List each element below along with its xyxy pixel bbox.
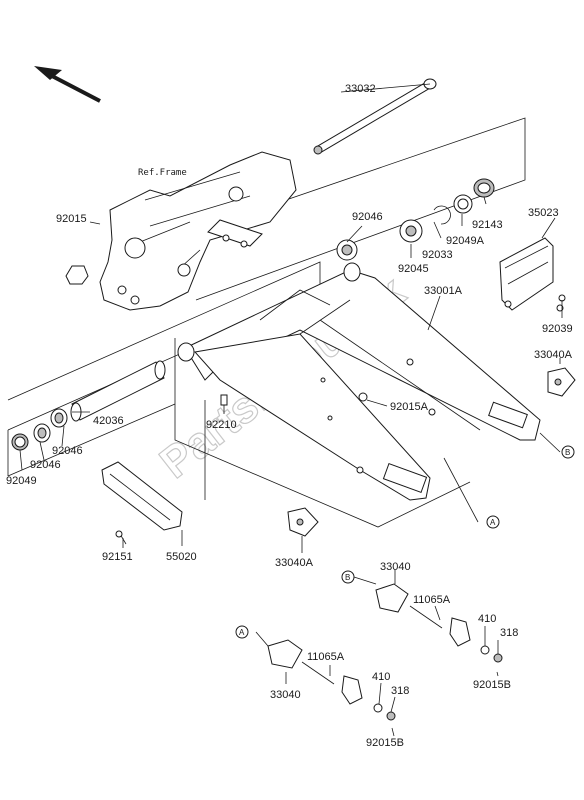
label-35023: 35023 [528, 207, 559, 219]
callout-b-upper: B [561, 445, 575, 459]
label-92015b-left: 92015B [366, 737, 404, 749]
label-92045: 92045 [398, 263, 429, 275]
callout-a-upper: A [486, 515, 500, 529]
adjuster-assembly-left [267, 639, 396, 721]
label-33040-left: 33040 [270, 689, 301, 701]
label-33040a-right: 33040A [534, 349, 573, 361]
svg-text:B: B [565, 448, 570, 457]
label-92033: 92033 [422, 249, 453, 261]
label-55020: 55020 [166, 551, 197, 563]
front-direction-arrow-icon [34, 66, 101, 103]
pivot-bearing-set-lower [11, 408, 68, 451]
label-33001a: 33001A [424, 285, 463, 297]
ref-frame-label: Ref.Frame [138, 168, 187, 178]
label-92046-low: 92046 [30, 459, 61, 471]
chain-slider-55020 [101, 461, 183, 545]
label-33032: 33032 [345, 83, 376, 95]
chain-adjuster-33040a-right [547, 367, 576, 397]
label-92143: 92143 [472, 219, 503, 231]
label-92151: 92151 [102, 551, 133, 563]
label-92049: 92049 [6, 475, 37, 487]
swingarm-body [177, 262, 541, 501]
label-11065a-right: 11065A [413, 594, 451, 606]
svg-text:A: A [490, 518, 496, 527]
label-410-right: 410 [478, 613, 496, 625]
pivot-bearing-set-upper [336, 178, 495, 261]
label-33040a-low: 33040A [275, 557, 314, 569]
label-92210: 92210 [206, 419, 237, 431]
label-92015: 92015 [56, 213, 87, 225]
label-42036: 42036 [93, 415, 124, 427]
frame-reference-part [65, 151, 297, 311]
label-92015b-right: 92015B [473, 679, 511, 691]
assembly-frame-lines [7, 117, 526, 528]
label-11065a-left: 11065A [307, 651, 345, 663]
label-318-left: 318 [391, 685, 409, 697]
label-33040-right: 33040 [380, 561, 411, 573]
label-92039: 92039 [542, 323, 573, 335]
part-number-labels: 33032 92015 92046 92045 92033 92049A 921… [6, 83, 573, 749]
svg-text:B: B [345, 573, 350, 582]
label-92046-mid: 92046 [52, 445, 83, 457]
label-410-left: 410 [372, 671, 390, 683]
leader-lines [19, 83, 563, 737]
callout-b-lower: B [341, 570, 355, 584]
label-318-right: 318 [500, 627, 518, 639]
chain-adjuster-33040a-low [287, 507, 319, 537]
label-92049a: 92049A [446, 235, 485, 247]
svg-text:A: A [239, 628, 245, 637]
label-92015a: 92015A [390, 401, 429, 413]
axle-pivot-shaft [313, 78, 437, 155]
label-92046-top: 92046 [352, 211, 383, 223]
chain-guard-35023 [499, 237, 564, 312]
callout-a-lower: A [235, 625, 249, 639]
